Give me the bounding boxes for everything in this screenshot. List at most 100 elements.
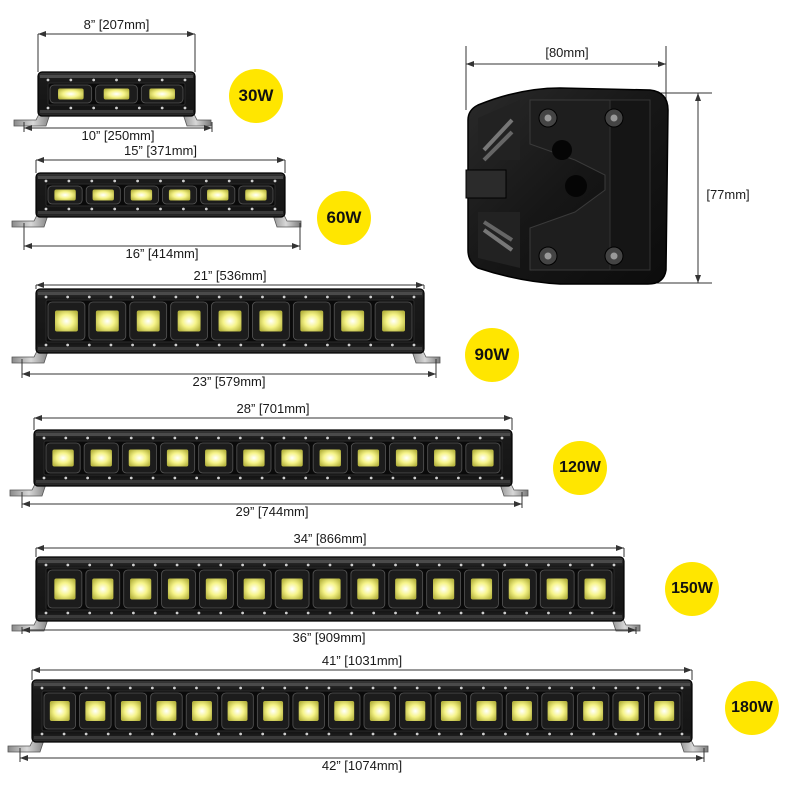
bar-60w-screw-bottom [90, 207, 94, 211]
bar-90w-screw-bottom [326, 343, 329, 347]
bar-30w-screw-bottom [183, 106, 187, 110]
bar-120w-screw-top [478, 436, 482, 440]
end-profile-view [465, 46, 712, 285]
bar-90w-screw-bottom [282, 343, 286, 347]
bar-30w-screw-bottom [115, 106, 118, 110]
bar-90w-screw-bottom [412, 343, 416, 347]
bar-180w-screw-bottom [548, 732, 551, 736]
bar-150w-screw-bottom [350, 611, 354, 615]
bar-60w-outer-dim-arrow-right [292, 243, 300, 249]
bar-60w-screw-top [44, 179, 48, 183]
bar-150w-screw-top [284, 563, 288, 567]
bar-30w-screw-top [46, 78, 50, 82]
bar-180w-screw-top [570, 686, 574, 690]
bar-180w-screw-top [84, 686, 88, 690]
bar-180w-screw-top [658, 686, 662, 690]
bar-30w-led [149, 88, 175, 100]
end-hole-center [565, 175, 587, 197]
bar-120w-screw-top [195, 436, 199, 440]
bar-180w-screw-top [548, 686, 551, 690]
bar-180w-screw-bottom [481, 732, 485, 736]
bar-120w-screw-bottom [500, 476, 504, 480]
bar-120w-screw-top [456, 436, 460, 440]
bar-180w-screw-bottom [349, 732, 353, 736]
bar-120w-screw-bottom [129, 476, 133, 480]
bar-120w-screw-top [151, 436, 155, 440]
bar-120w-screw-top [282, 436, 286, 440]
bar-180w-screw-bottom [437, 732, 441, 736]
end-side-tab [465, 169, 507, 199]
bar-180w-screw-top [349, 686, 353, 690]
bar-60w-screw-bottom [113, 207, 117, 211]
bar-150w-led [54, 578, 76, 600]
bar-30w-outer-dim-arrow-left [24, 125, 32, 131]
bar-120w-inner-dim-arrow-right [504, 415, 512, 421]
bar-90w-screw-top [196, 295, 199, 299]
bar-90w-screw-bottom [87, 343, 91, 347]
bar-90w-inner-dim-arrow-left [36, 282, 44, 288]
bar-180w-screw-top [62, 686, 66, 690]
bar-90w-screw-top [347, 295, 351, 299]
bar-90w-led [95, 310, 119, 332]
bar-150w-screw-top [590, 563, 594, 567]
bar-150w-outer-dim-arrow-left [22, 627, 30, 633]
bar-150w-screw-bottom [219, 611, 223, 615]
bar-90w-housing-bottom-edge [38, 347, 422, 350]
bar-120w-screw-bottom [217, 476, 220, 480]
end-bolt-bottom-right-core [610, 252, 618, 260]
bar-150w-screw-top [197, 563, 201, 567]
bar-30w-screw-top [69, 78, 73, 82]
bar-180w-screw-bottom [173, 732, 176, 736]
bar-150w-screw-bottom [197, 611, 201, 615]
bar-120w-screw-top [347, 436, 351, 440]
bar-150w-screw-bottom [415, 611, 419, 615]
bar-120w-screw-bottom [391, 476, 395, 480]
bar-120w-screw-bottom [173, 476, 177, 480]
bar-90w-led [341, 310, 365, 332]
bar-90w-screw-bottom [66, 343, 70, 347]
bar-90w-screw-top [109, 295, 113, 299]
bar-120w-screw-bottom [108, 476, 111, 480]
bar-120w-led [90, 449, 112, 467]
bar-180w-screw-top [614, 686, 618, 690]
bar-180w-screw-top [106, 686, 110, 690]
bar-180w-screw-top [217, 686, 220, 690]
bar-180w-screw-bottom [283, 732, 287, 736]
bar-180w-screw-top [526, 686, 529, 690]
bar-150w-led [319, 578, 341, 600]
bar-150w-screw-bottom [481, 611, 485, 615]
bar-120w-screw-bottom [282, 476, 286, 480]
bar-150w-screw-bottom [131, 611, 135, 615]
bar-90w-screw-bottom [347, 343, 351, 347]
bar-180w-screw-bottom [459, 732, 463, 736]
bar-150w-led [508, 578, 530, 600]
bar-120w-screw-bottom [435, 476, 438, 480]
bar-90w-led [136, 310, 160, 332]
bar-180w-screw-bottom [658, 732, 662, 736]
bar-180w-screw-bottom [195, 732, 198, 736]
bar-60w-screw-top [113, 179, 117, 183]
bar-150w-screw-top [568, 563, 572, 567]
end-height-arrow-top [695, 93, 701, 101]
bar-150w-screw-bottom [437, 611, 441, 615]
bar-60w-led [207, 189, 229, 201]
bar-30w-outer-label: 10” [250mm] [81, 128, 155, 143]
bar-90w-led [54, 310, 78, 332]
bar-120w-led [434, 449, 456, 467]
bar-180w-screw-bottom [327, 732, 331, 736]
bar-30w-screw-bottom [137, 106, 141, 110]
bar-90w-screw-bottom [109, 343, 113, 347]
bar-180w-screw-top [150, 686, 154, 690]
bar-60w-screw-bottom [227, 207, 231, 211]
bar-180w-screw-bottom [128, 732, 132, 736]
bar-60w-screw-bottom [250, 207, 254, 211]
bar-30w-led [58, 88, 84, 100]
bar-90w-screw-bottom [217, 343, 221, 347]
bar-120w-screw-top [391, 436, 395, 440]
bar-120w-lens [43, 440, 503, 476]
bar-90w-screw-top [282, 295, 286, 299]
bar-90w-screw-top [174, 295, 178, 299]
bar-120w-led [357, 449, 380, 467]
bar-60w-housing-bottom-edge [38, 211, 283, 214]
bar-180w-led [263, 701, 284, 721]
